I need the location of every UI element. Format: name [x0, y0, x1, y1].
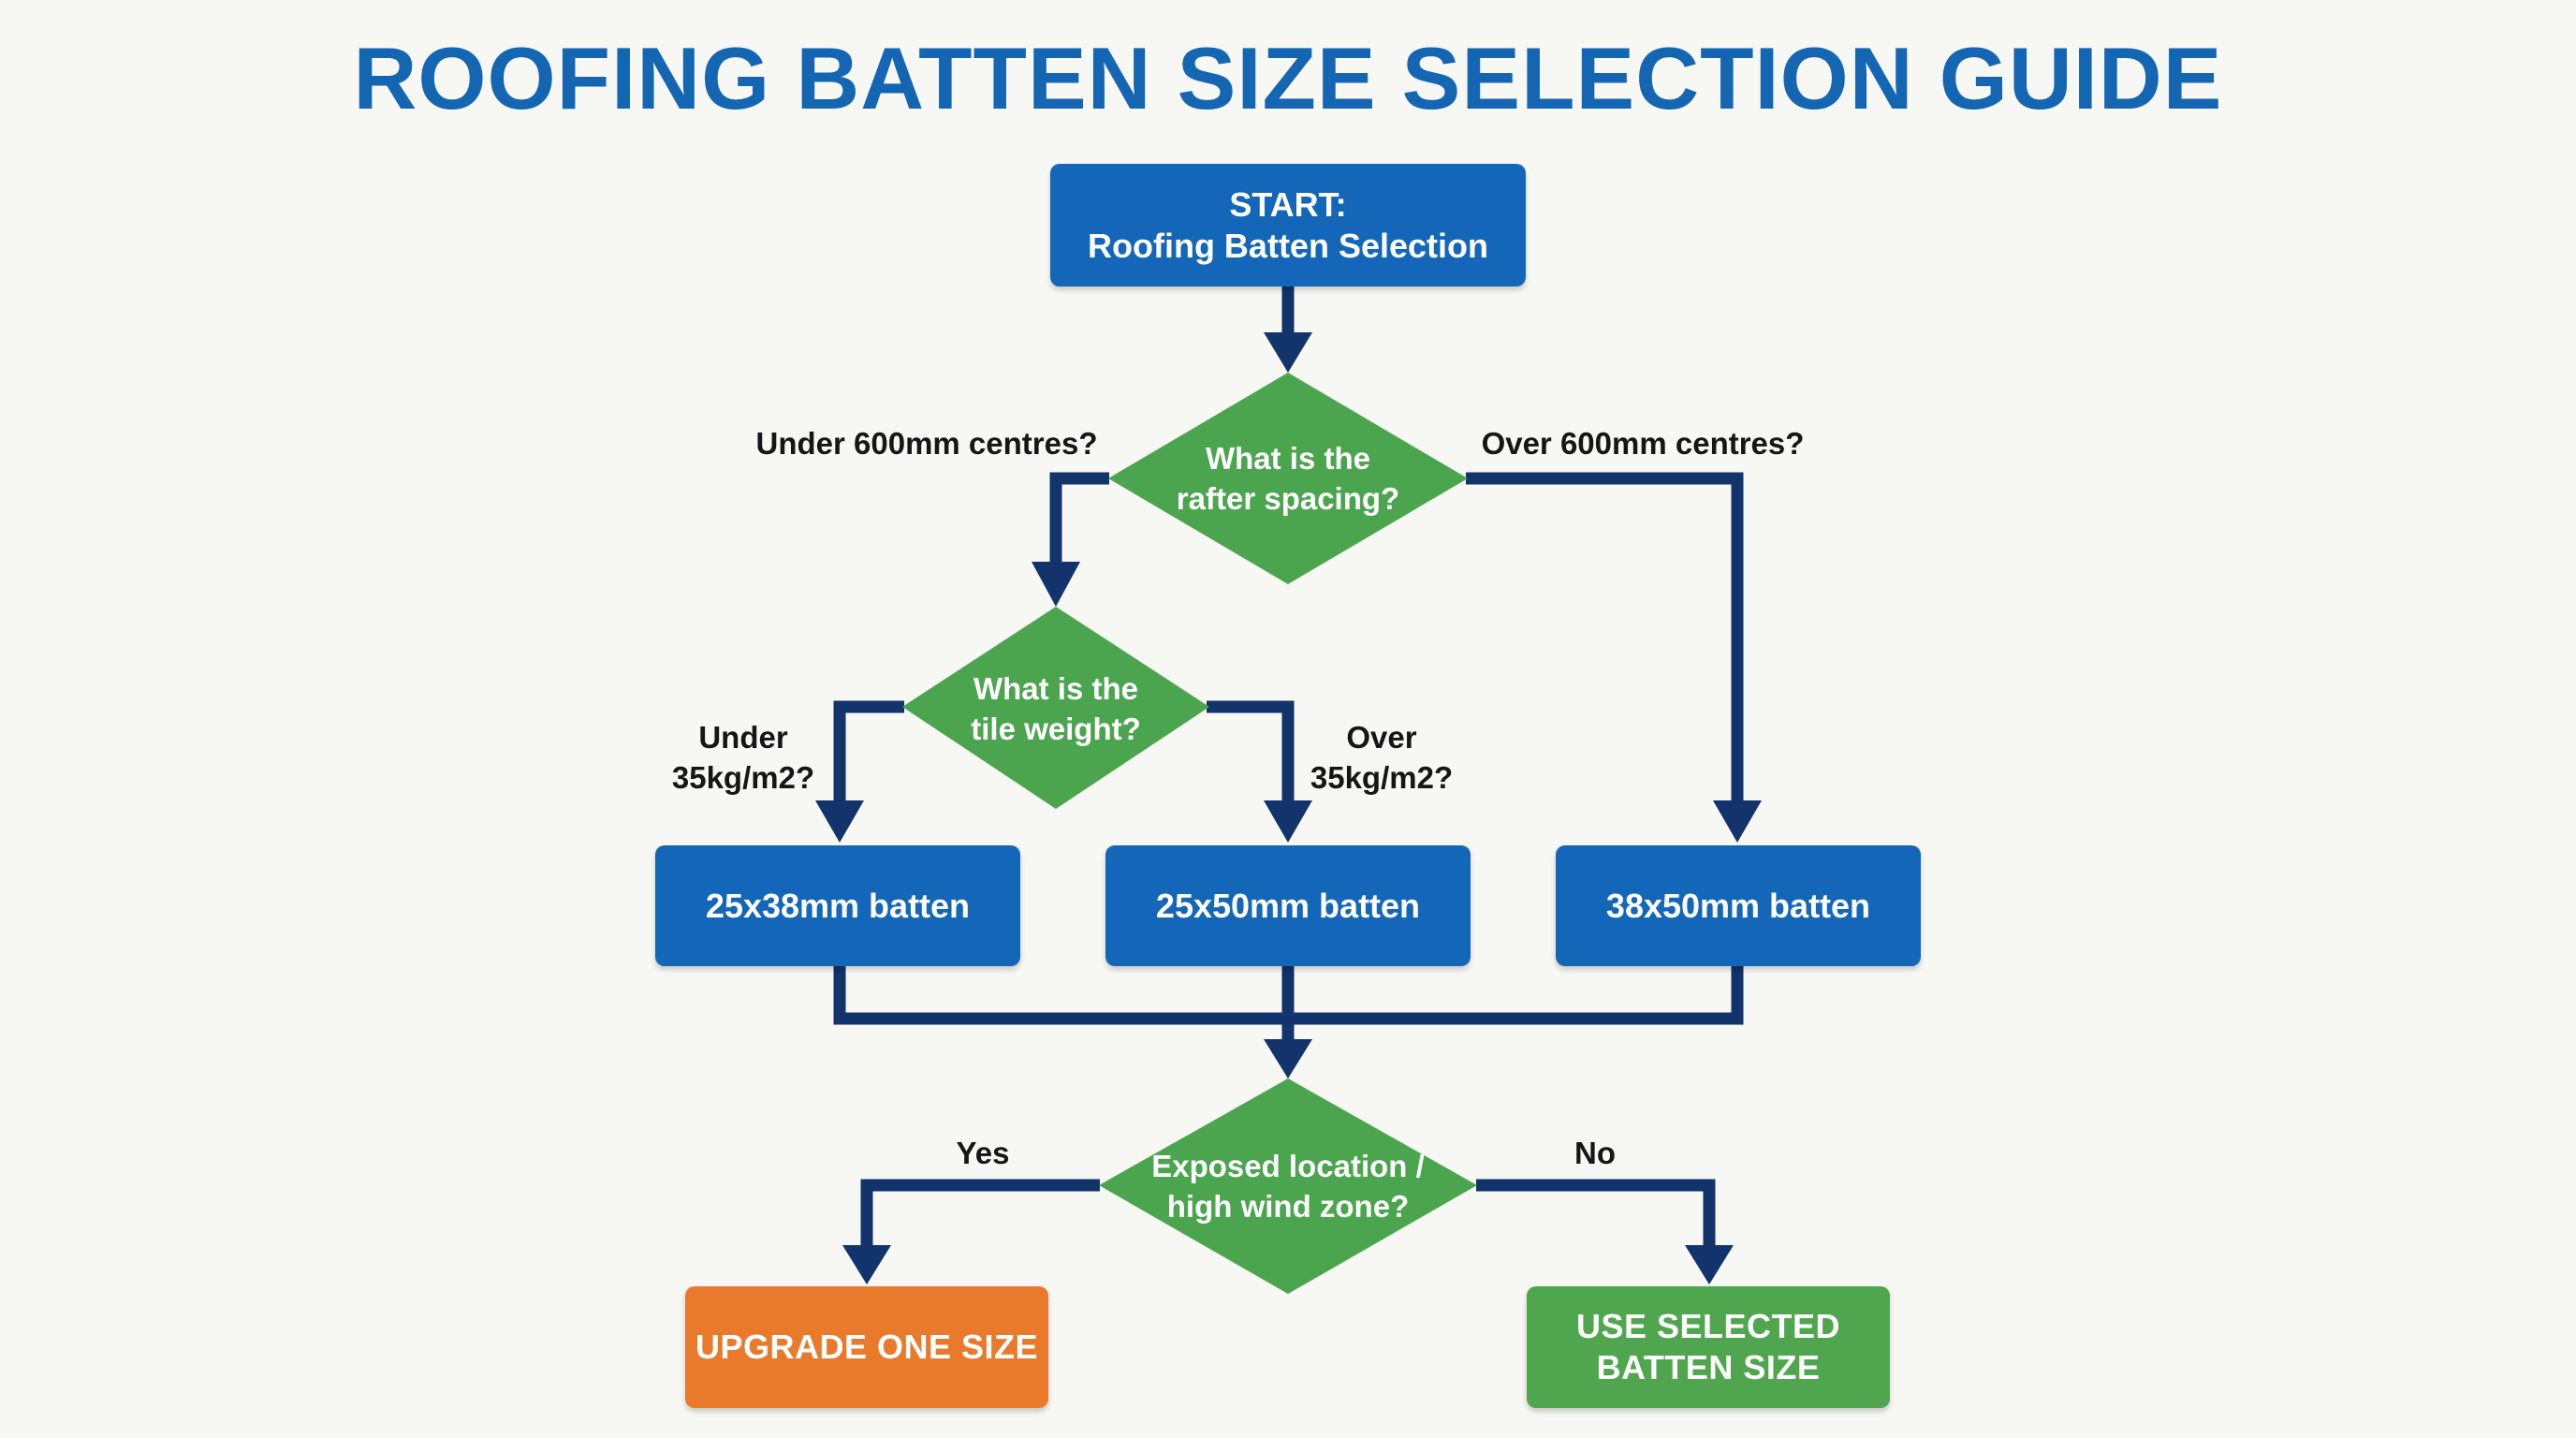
arrowhead [1713, 800, 1762, 843]
batten-merge-connector [833, 966, 1744, 1039]
use-selected-size-box: USE SELECTED BATTEN SIZE [1527, 1286, 1890, 1408]
exposed-location-decision [1099, 1078, 1477, 1294]
tile-to-25x38-connector [833, 700, 904, 800]
upgrade-one-size-label: UPGRADE ONE SIZE [695, 1328, 1039, 1366]
rafter-spacing-decision [1108, 373, 1468, 584]
no-label: No [1574, 1136, 1616, 1170]
batten-25x50-box: 25x50mm batten [1105, 845, 1471, 966]
arrowhead [842, 1245, 891, 1284]
use-selected-size-label: USE SELECTED BATTEN SIZE [1575, 1307, 1841, 1387]
over-600-label: Over 600mm centres? [1481, 426, 1805, 461]
batten-25x38-label: 25x38mm batten [705, 886, 971, 925]
exposed-to-upgrade-connector [860, 1179, 1100, 1245]
batten-38x50-label: 38x50mm batten [1605, 886, 1871, 925]
arrowhead [1264, 800, 1312, 843]
rafter-to-tile-connector [1049, 472, 1109, 562]
start-text: START: Roofing Batten Selection [1087, 184, 1488, 265]
arrowhead [1264, 332, 1312, 373]
arrowhead [815, 800, 864, 843]
rafter-to-38x50-connector [1466, 472, 1744, 800]
arrowhead [1685, 1245, 1734, 1284]
arrowhead [1264, 1039, 1312, 1078]
yes-label: Yes [956, 1136, 1010, 1170]
batten-25x38-box: 25x38mm batten [655, 845, 1020, 966]
over-35-label: Over 35kg/m2? [1310, 720, 1454, 795]
start-box: START: Roofing Batten Selection [1050, 164, 1526, 286]
exposed-to-use-selected-connector [1476, 1179, 1716, 1245]
batten-38x50-box: 38x50mm batten [1556, 845, 1921, 966]
tile-weight-decision [902, 607, 1209, 809]
under-35-label: Under 35kg/m2? [671, 720, 815, 795]
upgrade-one-size-box: UPGRADE ONE SIZE [685, 1286, 1048, 1408]
batten-25x50-label: 25x50mm batten [1155, 886, 1421, 925]
arrowhead [1032, 562, 1080, 607]
page-title: ROOFING BATTEN SIZE SELECTION GUIDE [353, 29, 2223, 127]
tile-to-25x50-connector [1207, 700, 1295, 800]
under-600-label: Under 600mm centres? [755, 426, 1098, 461]
